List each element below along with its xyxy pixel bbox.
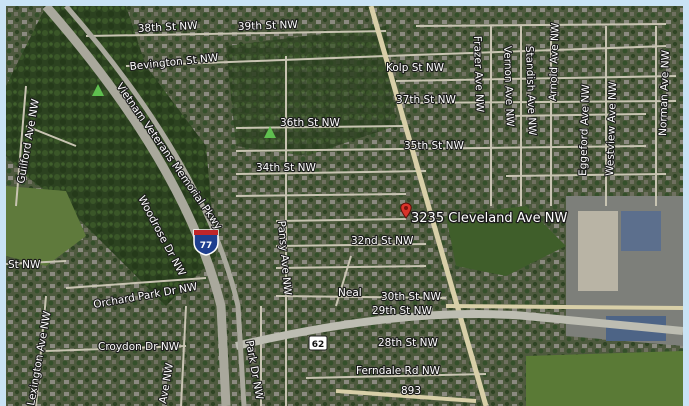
route-62-shield-icon: 62: [308, 335, 328, 351]
street-label-croydon: Croydon Dr NW: [98, 341, 180, 353]
street-label-36th: 36th St NW: [280, 117, 340, 129]
wooded-area-north: [226, 26, 396, 156]
street-label-eggeford: Eggeford Ave NW: [577, 84, 592, 176]
street-label-34th: 34th St NW: [256, 162, 316, 174]
route-shield-label: 62: [312, 340, 325, 350]
street-label-37th: 37th St NW: [396, 94, 456, 106]
building-roof: [621, 211, 661, 251]
interstate-77-lanes: [64, 6, 247, 406]
street-label-vernon: Vernon Ave NW: [501, 46, 516, 128]
street-label-30th: 30th St NW: [381, 291, 441, 303]
park-area: [446, 206, 566, 276]
field-west: [6, 186, 86, 266]
wooded-area-west: [6, 6, 216, 306]
street-label-32nd: 32nd St NW: [351, 235, 414, 247]
street-label-ferndale: Ferndale Rd NW: [356, 365, 441, 377]
field-southeast: [526, 351, 683, 406]
tree-marker-icon: [92, 84, 276, 138]
30th-st-main: [445, 304, 683, 310]
street-label-arnold: Arnold Ave NW: [547, 22, 562, 101]
interstate-77: [42, 6, 231, 406]
street-label-38th: 38th St NW: [138, 20, 199, 35]
minor-avenues: [15, 26, 657, 406]
satellite-map[interactable]: 77 62 38th St NW 39th St NW Bevington St…: [6, 6, 683, 406]
street-label-standish: Standish Ave NW: [523, 46, 538, 137]
street-label-frazer: Frazer Ave NW: [471, 36, 486, 113]
minor-streets: [6, 23, 677, 379]
route-62-highway: [235, 310, 683, 350]
street-label-westview: Westview Ave NW: [604, 81, 619, 176]
ferndale-rd: [335, 389, 477, 403]
interstate-shield-label: 77: [200, 241, 213, 251]
road-number-label: 893: [401, 385, 421, 397]
location-pin-icon[interactable]: [400, 202, 412, 219]
street-label-28th: 28th St NW: [378, 337, 438, 349]
interstate-77-shield-icon: 77: [193, 229, 219, 256]
street-label-st-nw: St NW: [8, 259, 41, 271]
map-viewport[interactable]: 77 62 38th St NW 39th St NW Bevington St…: [6, 6, 683, 406]
street-label-39th: 39th St NW: [238, 19, 299, 33]
street-label-neal: Neal: [338, 287, 362, 299]
parking-lot: [578, 211, 618, 291]
street-label-35th: 35th St NW: [404, 140, 464, 152]
cleveland-ave: [368, 6, 489, 406]
street-label-norman: Norman Ave NW: [657, 49, 672, 136]
pin-label[interactable]: 3235 Cleveland Ave NW: [410, 210, 569, 228]
street-label-29th: 29th St NW: [372, 305, 432, 317]
street-label-kolp: Kolp St NW: [386, 62, 445, 74]
